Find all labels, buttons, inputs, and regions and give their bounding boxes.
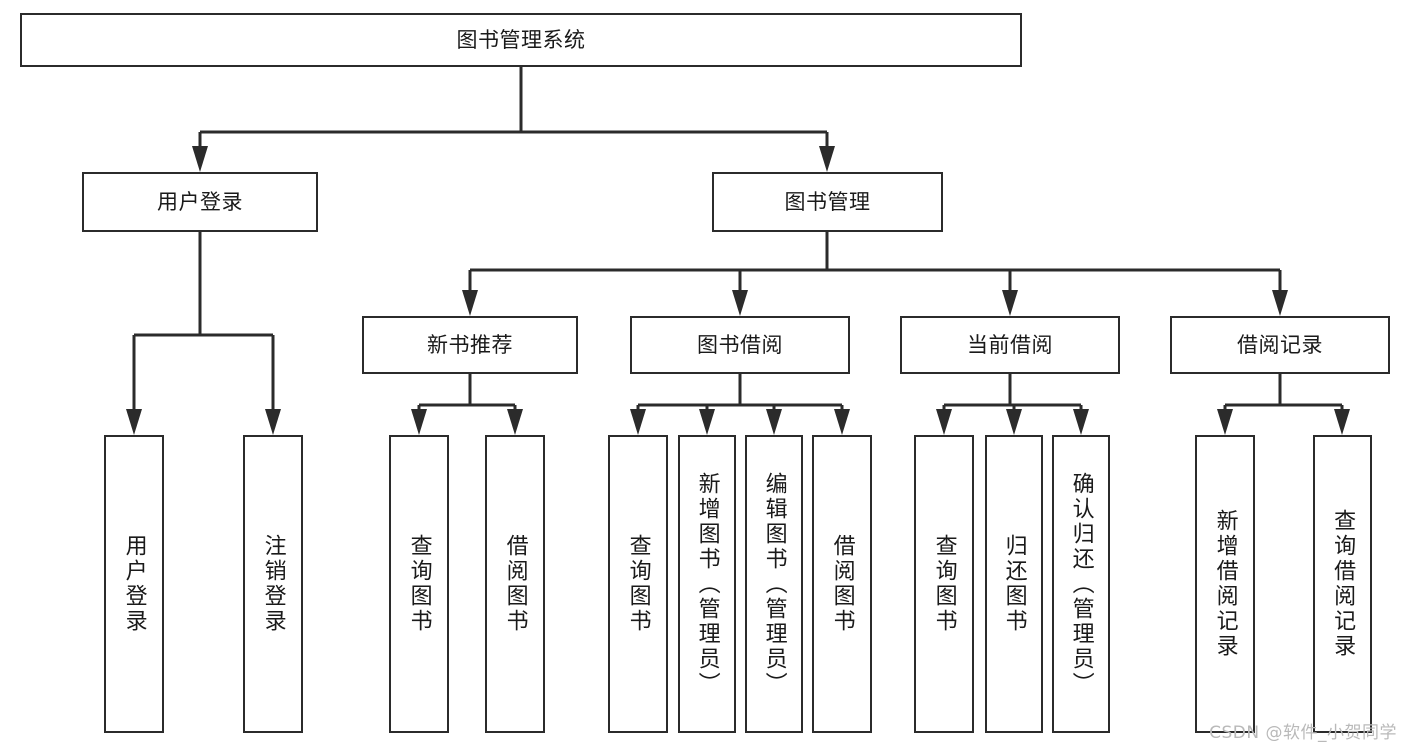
node-label: 图书管理 <box>784 189 871 214</box>
node-label: 用户登录 <box>121 534 147 634</box>
node-book-management[interactable]: 图书管理 <box>712 172 943 232</box>
leaf-node-query-borrow-record[interactable]: 查询借阅记录 <box>1313 435 1372 733</box>
node-current-borrowing[interactable]: 当前借阅 <box>900 316 1120 374</box>
leaf-node-query-book-borrow[interactable]: 查询图书 <box>608 435 668 733</box>
node-label: 新增借阅记录 <box>1212 509 1238 659</box>
node-label: 查询图书 <box>406 534 432 634</box>
node-label: 借阅图书 <box>829 534 855 634</box>
leaf-node-query-book-recommend[interactable]: 查询图书 <box>389 435 449 733</box>
leaf-node-edit-book-admin[interactable]: 编辑图书（管理员） <box>745 435 803 733</box>
node-borrowing-record[interactable]: 借阅记录 <box>1170 316 1390 374</box>
node-label: 归还图书 <box>1001 534 1027 634</box>
node-label: 查询图书 <box>625 534 651 634</box>
node-label: 借阅图书 <box>502 534 528 634</box>
leaf-node-add-borrow-record[interactable]: 新增借阅记录 <box>1195 435 1255 733</box>
node-label: 查询借阅记录 <box>1330 509 1356 659</box>
node-label: 图书管理系统 <box>456 27 586 52</box>
node-user-login[interactable]: 用户登录 <box>82 172 318 232</box>
leaf-node-add-book-admin[interactable]: 新增图书（管理员） <box>678 435 736 733</box>
node-label: 新增图书（管理员） <box>694 471 720 697</box>
node-book-management-system[interactable]: 图书管理系统 <box>20 13 1022 67</box>
node-label: 图书借阅 <box>697 332 783 357</box>
node-label: 用户登录 <box>157 189 243 214</box>
leaf-node-user-login[interactable]: 用户登录 <box>104 435 164 733</box>
leaf-node-query-book-current[interactable]: 查询图书 <box>914 435 974 733</box>
leaf-node-logout[interactable]: 注销登录 <box>243 435 303 733</box>
leaf-node-borrow-book[interactable]: 借阅图书 <box>812 435 872 733</box>
leaf-node-borrow-book-recommend[interactable]: 借阅图书 <box>485 435 545 733</box>
node-book-borrowing[interactable]: 图书借阅 <box>630 316 850 374</box>
node-label: 新书推荐 <box>427 332 513 357</box>
node-label: 当前借阅 <box>967 332 1053 357</box>
node-label: 注销登录 <box>260 534 286 634</box>
node-label: 编辑图书（管理员） <box>761 471 787 697</box>
leaf-node-confirm-return-admin[interactable]: 确认归还（管理员） <box>1052 435 1110 733</box>
node-label: 借阅记录 <box>1237 332 1323 357</box>
node-label: 查询图书 <box>931 534 957 634</box>
node-new-book-recommendation[interactable]: 新书推荐 <box>362 316 578 374</box>
node-label: 确认归还（管理员） <box>1068 471 1094 697</box>
leaf-node-return-book[interactable]: 归还图书 <box>985 435 1043 733</box>
